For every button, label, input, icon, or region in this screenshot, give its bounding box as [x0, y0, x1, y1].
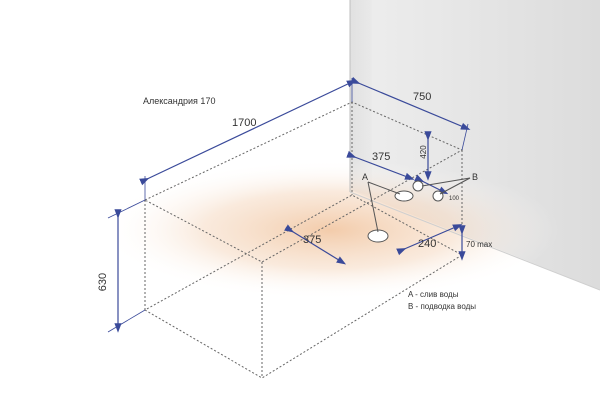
dim-supply-height: 420 [419, 145, 428, 159]
dim-floor-gap: 70 max [466, 240, 492, 249]
floor-line [349, 191, 600, 291]
dim-length: 1700 [232, 117, 256, 129]
dim-height: 630 [97, 273, 109, 291]
overflow-hole [394, 190, 414, 202]
supply-point-2 [432, 190, 444, 202]
legend-b: B - подводка воды [408, 302, 476, 311]
supply-point-1 [412, 180, 424, 192]
marker-a: A [362, 172, 368, 182]
dim-drain-front: 375 [303, 234, 321, 246]
product-title: Александрия 170 [143, 96, 215, 106]
dim-drain-side: 375 [372, 151, 390, 163]
dim-supply-spacing: 100 [449, 196, 460, 202]
floor-glow [100, 160, 560, 300]
legend-a: A - слив воды [408, 290, 459, 299]
dimension-lines [107, 76, 471, 333]
marker-b: B [472, 172, 478, 182]
dim-width: 750 [413, 91, 431, 103]
dim-drain-back: 240 [418, 238, 436, 250]
marker-leaders [367, 177, 471, 233]
